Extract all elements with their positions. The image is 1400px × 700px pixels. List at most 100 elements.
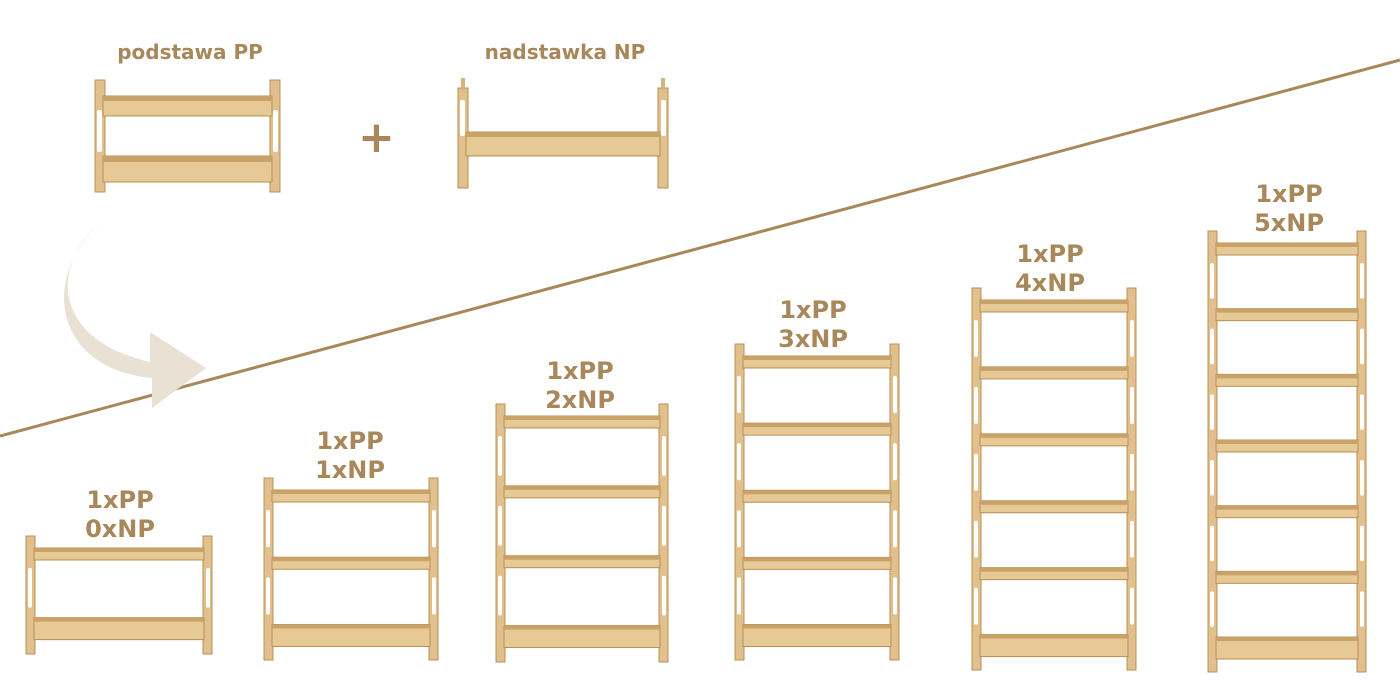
config-label: 1xPP 2xNP [520,357,640,415]
post-cutout [1130,587,1134,625]
shelf-board-edge [272,624,430,629]
post-cutout [1210,460,1214,496]
post-cutout [1360,591,1364,628]
post-cutout [1360,394,1364,431]
config-line1: 1xPP [86,486,154,514]
config-line1: 1xPP [1016,240,1084,268]
post-cutout [737,376,741,414]
extension-label: nadstawka NP [484,40,646,64]
base-shelf-image [94,79,281,193]
config-label: 1xPP 1xNP [290,427,410,485]
config-line1: 1xPP [779,296,847,324]
config-label: 1xPP 0xNP [60,486,180,544]
post-cutout [498,436,502,476]
shelf-board-edge [34,548,204,552]
config-line1: 1xPP [546,357,614,385]
post-cutout [893,577,897,615]
shelf-board-edge [272,490,430,494]
config-line2: 2xNP [545,386,615,414]
shelf-unit [1207,230,1367,673]
post-cutout [432,510,436,548]
plus-icon: + [358,112,395,163]
shelf-board-edge [1216,374,1358,379]
config-line1: 1xPP [1255,180,1323,208]
post-cutout [893,443,897,481]
post-cutout [1360,263,1364,299]
shelf-board-edge [504,625,660,630]
shelf-board-edge [980,433,1128,438]
config-label: 1xPP 3xNP [753,296,873,354]
post-cutout [432,577,436,615]
config-line2: 3xNP [778,325,848,353]
post-cutout [498,505,502,546]
post-cutout [1130,320,1134,357]
post-cutout [1210,328,1214,365]
shelf-unit [495,403,669,663]
post-cutout [1210,525,1214,562]
config-label: 1xPP 5xNP [1229,180,1349,238]
post-cutout [28,568,32,608]
config-line1: 1xPP [316,427,384,455]
post-cutout [498,575,502,616]
shelf-board-edge [504,485,660,490]
config-line2: 0xNP [85,515,155,543]
post-cutout [974,453,978,491]
shelf-board-edge [743,356,891,360]
shelf-board-edge [980,567,1128,572]
shelf-board-edge [1216,308,1358,313]
post-cutout [1130,386,1134,424]
shelf-unit [263,477,439,661]
post-cutout [1210,263,1214,299]
post-cutout [1130,453,1134,491]
shelf-board-edge [272,557,430,562]
post-cutout [974,520,978,558]
post-cutout [1210,591,1214,628]
shelf-unit [25,535,213,655]
post-cutout [662,575,666,616]
post-cutout [737,510,741,548]
config-line2: 4xNP [1015,269,1085,297]
post-cutout [974,386,978,424]
shelf-board-edge [980,500,1128,505]
post-cutout [974,587,978,625]
extension-shelf-image [457,78,669,189]
shelf-board-edge [34,617,204,622]
shelf-board-edge [1216,440,1358,445]
shelf-board-edge [1216,243,1358,247]
shelf-unit [734,343,900,661]
post-cutout [662,505,666,546]
post-cutout [266,510,270,548]
post-cutout [662,436,666,476]
config-line2: 5xNP [1254,209,1324,237]
post-cutout [893,510,897,548]
shelf-board-edge [980,634,1128,639]
shelf-board-edge [980,366,1128,371]
shelf-unit [971,287,1137,671]
shelf-board-edge [743,423,891,428]
post-cutout [737,577,741,615]
post-cutout [266,577,270,615]
shelf-board-edge [1216,571,1358,576]
shelf-board-edge [980,300,1128,304]
post-cutout [1360,460,1364,496]
shelf-board-edge [1216,505,1358,510]
shelf-board-edge [504,555,660,560]
post-cutout [974,320,978,357]
shelf-board-edge [504,416,660,420]
post-cutout [1360,328,1364,365]
shelf-board-edge [743,557,891,562]
base-label: podstawa PP [117,40,263,64]
post-cutout [737,443,741,481]
post-cutout [1210,394,1214,431]
config-line2: 1xNP [315,456,385,484]
shelf-board-edge [743,624,891,629]
shelf-board-edge [743,490,891,495]
shelf-board-edge [1216,637,1358,642]
config-label: 1xPP 4xNP [990,240,1110,298]
post-cutout [1360,525,1364,562]
post-cutout [893,376,897,414]
post-cutout [1130,520,1134,558]
post-cutout [206,568,210,608]
